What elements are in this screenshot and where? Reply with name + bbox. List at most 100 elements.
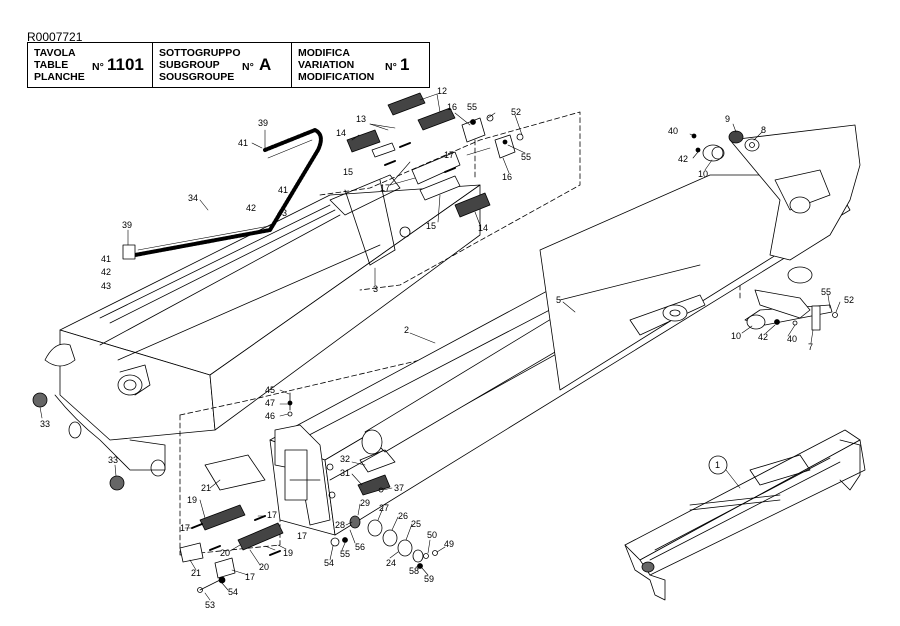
subgroup-cell: SOTTOGRUPPO SUBGROUP SOUSGROUPE N° A: [153, 43, 292, 87]
callout-5: 5: [556, 295, 561, 305]
callout-14: 14: [478, 223, 488, 233]
callout-9: 9: [725, 114, 730, 124]
callout-2: 2: [404, 325, 409, 335]
callout-58: 58: [409, 566, 419, 576]
subgroup-letter: A: [259, 55, 272, 74]
callout-numbers: 39 41 34 41 42 43 39 41 42 43 12 13 14 1…: [40, 86, 854, 610]
callout-17: 17: [444, 150, 454, 160]
callout-17: 17: [297, 531, 307, 541]
subgroup-no-label: N°: [242, 61, 254, 73]
callout-28: 28: [335, 520, 345, 530]
title-block: TAVOLA TABLE PLANCHE N° 1101 SOTTOGRUPPO…: [27, 42, 430, 88]
pivot-parts-lower: [744, 289, 838, 331]
callout-54: 54: [228, 587, 238, 597]
callout-19: 19: [187, 495, 197, 505]
callout-49: 49: [444, 539, 454, 549]
callout-13: 13: [356, 114, 366, 124]
callout-17: 17: [245, 572, 255, 582]
slide-pads-upper: [346, 92, 524, 218]
callout-15: 15: [426, 221, 436, 231]
callout-27: 27: [379, 503, 389, 513]
callout-39: 39: [122, 220, 132, 230]
callout-41: 41: [238, 138, 248, 148]
callout-20: 20: [220, 548, 230, 558]
callout-14: 14: [336, 128, 346, 138]
callout-12: 12: [437, 86, 447, 96]
table-number: 1101: [107, 55, 144, 74]
callout-39: 39: [258, 118, 268, 128]
callout-37: 37: [394, 483, 404, 493]
callout-33: 33: [108, 455, 118, 465]
variation-cell: MODIFICA VARIATION MODIFICATION N° 1: [292, 43, 428, 87]
callout-34: 34: [188, 193, 198, 203]
callout-31: 31: [340, 468, 350, 478]
callout-16: 16: [447, 102, 457, 112]
rollers-left: [32, 392, 125, 491]
callout-41: 41: [101, 254, 111, 264]
callout-17: 17: [380, 183, 390, 193]
callout-56: 56: [355, 542, 365, 552]
callout-43: 43: [277, 208, 287, 218]
callout-21: 21: [201, 483, 211, 493]
variation-number: 1: [400, 55, 410, 74]
callout-52: 52: [511, 107, 521, 117]
callout-17: 17: [180, 523, 190, 533]
pivot-parts-upper: [691, 130, 760, 162]
slide-pads-lower: [179, 449, 396, 579]
variation-no-label: N°: [385, 61, 397, 73]
callout-59: 59: [424, 574, 434, 584]
callout-19: 19: [283, 548, 293, 558]
callout-42: 42: [758, 332, 768, 342]
callout-3: 3: [373, 284, 378, 294]
callout-50: 50: [427, 530, 437, 540]
callout-47: 47: [265, 398, 275, 408]
callout-1: 1: [715, 460, 720, 470]
inset-callout-circle: [708, 455, 728, 475]
callout-55: 55: [521, 152, 531, 162]
variation-label-fr: MODIFICATION: [298, 71, 375, 83]
callout-53: 53: [205, 600, 215, 610]
callout-46: 46: [265, 411, 275, 421]
callout-17: 17: [267, 510, 277, 520]
callout-55: 55: [340, 549, 350, 559]
callout-10: 10: [731, 331, 741, 341]
callout-20: 20: [259, 562, 269, 572]
leader-lines: [39, 93, 841, 601]
outer-boom: [44, 174, 481, 477]
callout-42: 42: [246, 203, 256, 213]
callout-33: 33: [40, 419, 50, 429]
table-no-label: N°: [92, 61, 104, 73]
inset-boom-assembly: [624, 429, 866, 601]
variation-label-en: VARIATION: [298, 59, 355, 71]
callout-24: 24: [386, 558, 396, 568]
variation-label-it: MODIFICA: [298, 47, 350, 59]
callout-40: 40: [668, 126, 678, 136]
callout-10: 10: [698, 169, 708, 179]
table-label-it: TAVOLA: [34, 47, 76, 59]
callout-55: 55: [467, 102, 477, 112]
callout-15: 15: [343, 167, 353, 177]
document-id: R0007721: [27, 30, 83, 44]
callout-55: 55: [821, 287, 831, 297]
callout-52: 52: [844, 295, 854, 305]
callout-8: 8: [761, 125, 766, 135]
hydraulic-cylinder: [361, 124, 861, 455]
callout-43: 43: [101, 281, 111, 291]
callout-40: 40: [787, 334, 797, 344]
table-label-fr: PLANCHE: [34, 71, 85, 83]
table-cell: TAVOLA TABLE PLANCHE N° 1101: [28, 43, 153, 87]
subgroup-label-fr: SOUSGROUPE: [159, 71, 235, 83]
callout-45: 45: [265, 385, 275, 395]
callout-32: 32: [340, 454, 350, 464]
callout-29: 29: [360, 498, 370, 508]
callout-42: 42: [678, 154, 688, 164]
bolts-45-47: [287, 392, 293, 417]
callout-26: 26: [398, 511, 408, 521]
callout-25: 25: [411, 519, 421, 529]
callout-7: 7: [808, 342, 813, 352]
subgroup-label-en: SUBGROUP: [159, 59, 220, 71]
callout-41: 41: [278, 185, 288, 195]
callout-54: 54: [324, 558, 334, 568]
callout-42: 42: [101, 267, 111, 277]
